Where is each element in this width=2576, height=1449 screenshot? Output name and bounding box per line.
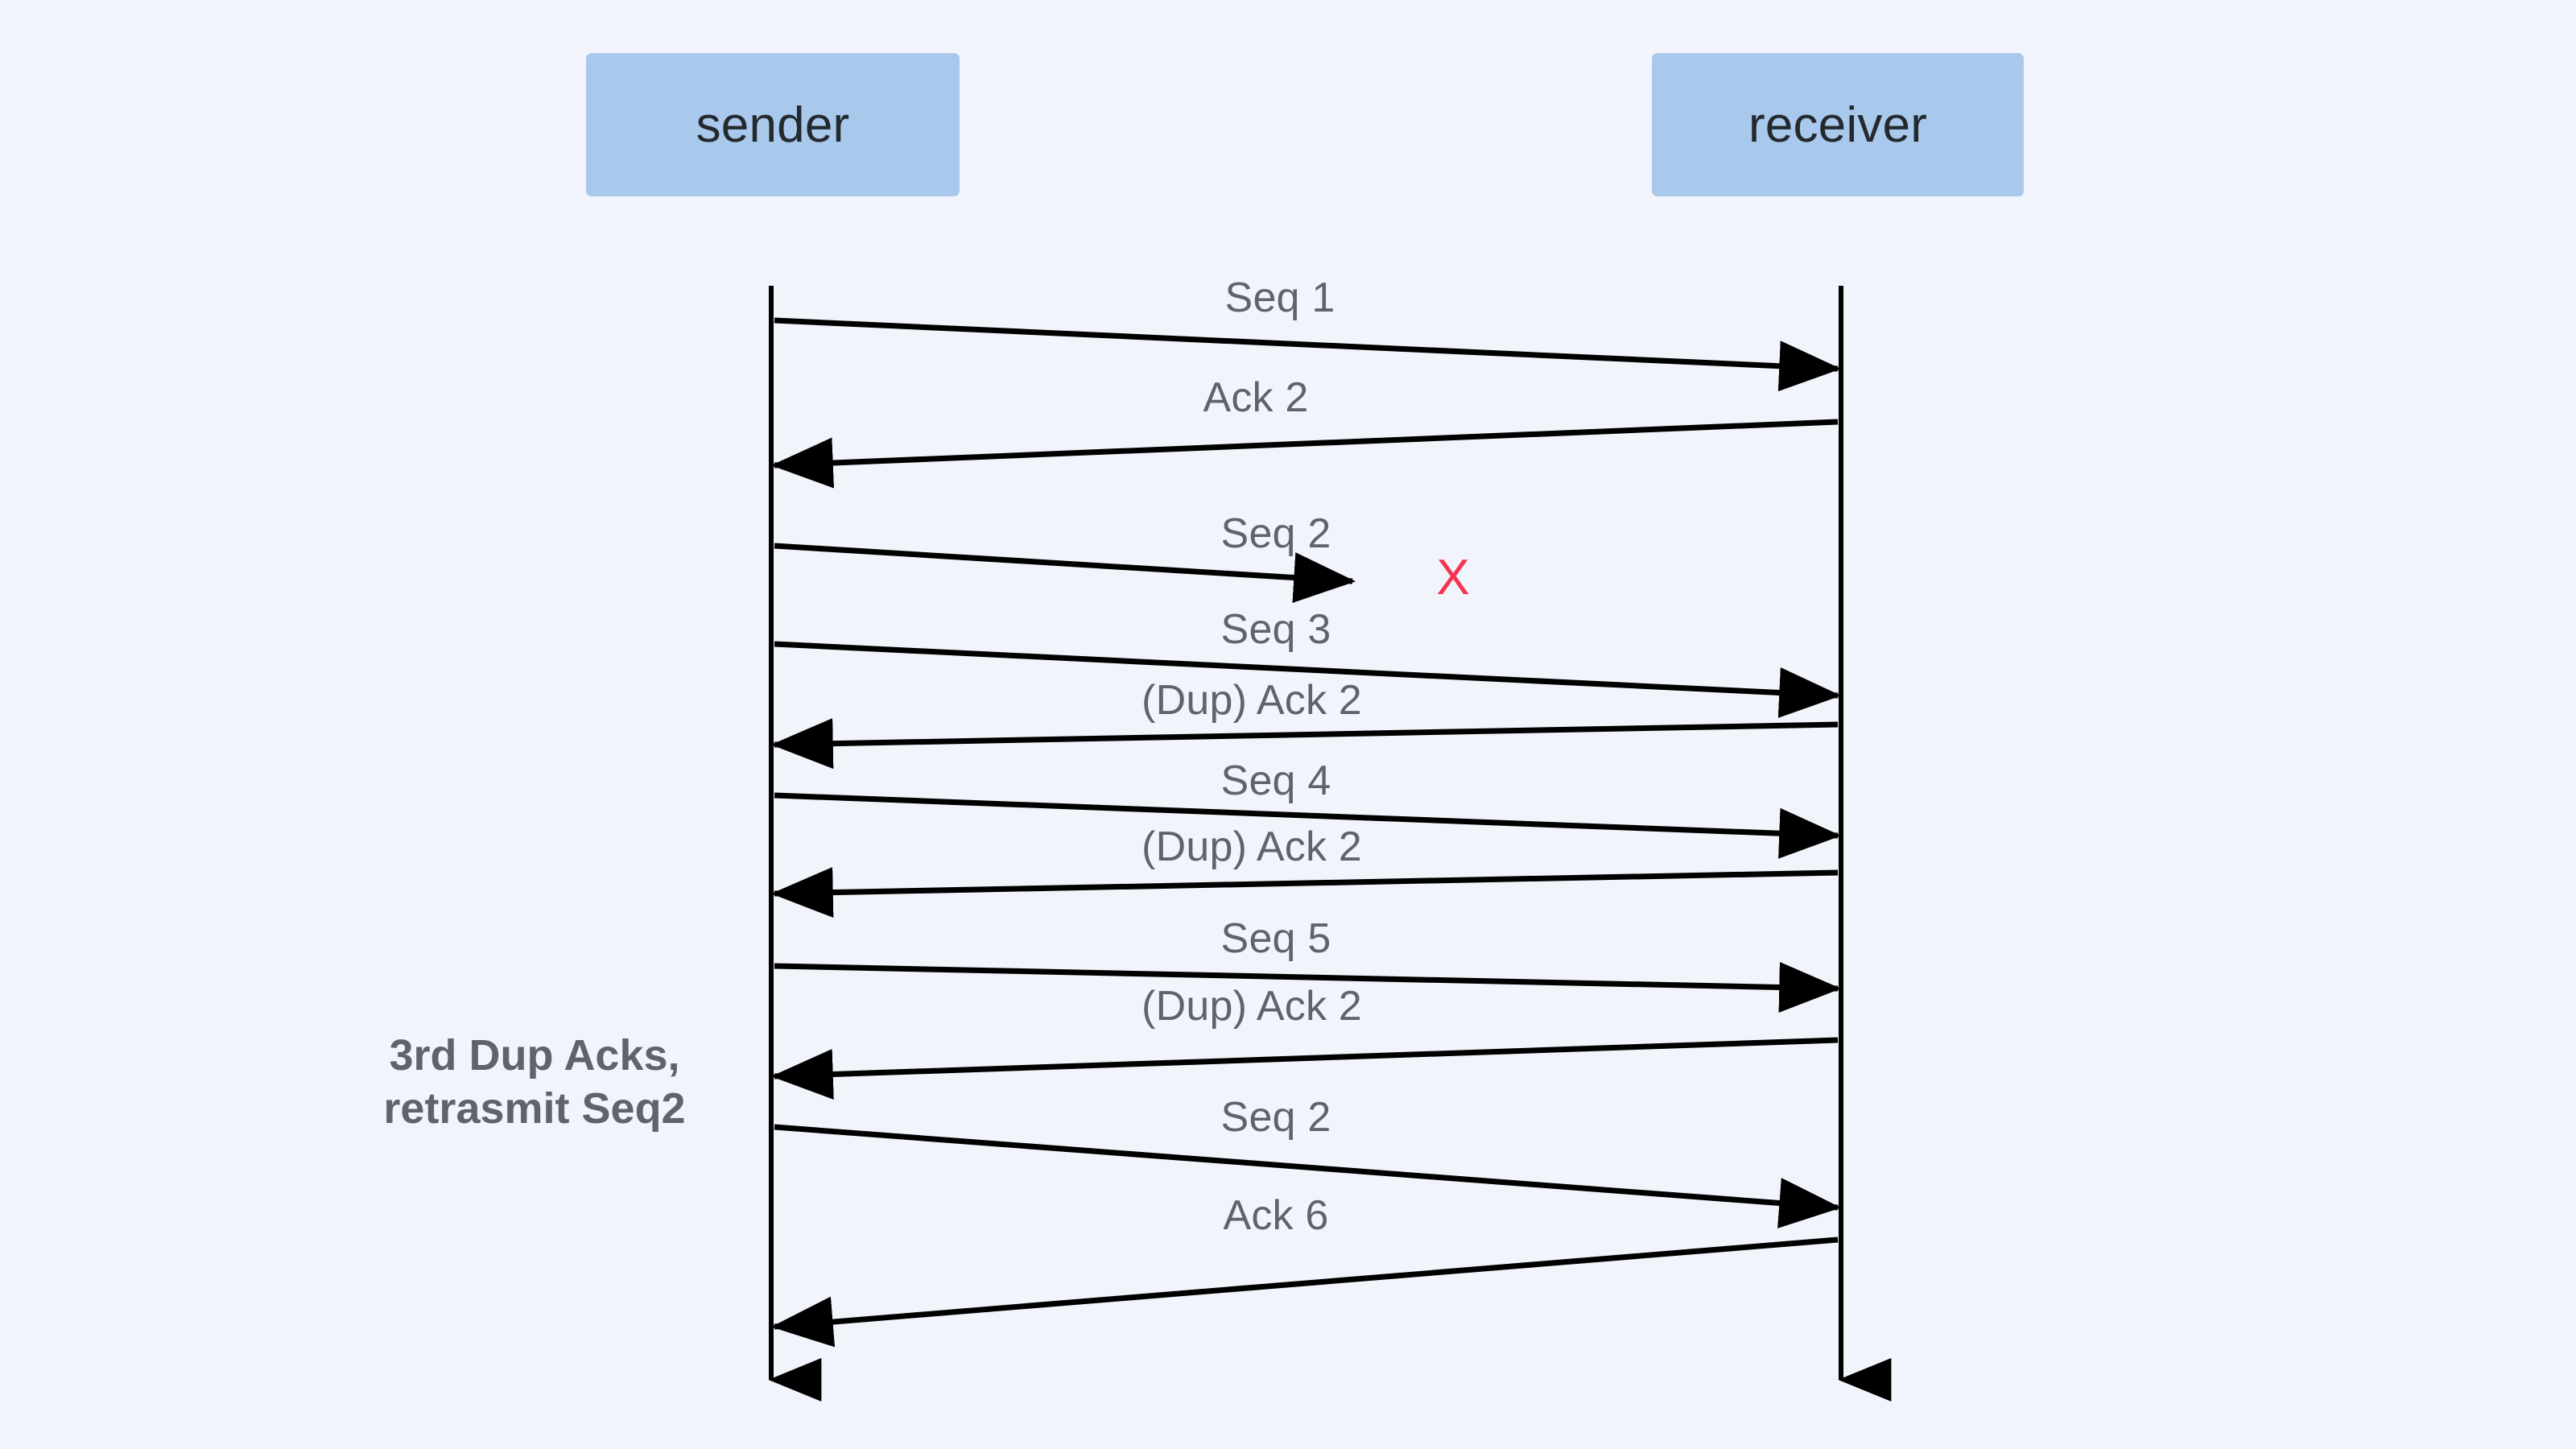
actor-label-receiver: receiver xyxy=(1748,97,1928,153)
message-arrow-9 xyxy=(770,1037,1839,1100)
message-label-11: Ack 6 xyxy=(1223,1192,1329,1239)
message-arrow-7 xyxy=(770,867,1839,919)
message-arrow-5 xyxy=(770,718,1839,770)
message-arrow-1 xyxy=(774,317,1842,392)
message-arrows-group xyxy=(770,317,1842,1348)
message-label-4: Seq 3 xyxy=(1220,606,1331,653)
message-label-3: Seq 2 xyxy=(1220,510,1331,557)
actor-label-sender: sender xyxy=(696,97,850,153)
message-label-6: Seq 4 xyxy=(1220,758,1331,804)
message-arrow-11 xyxy=(770,1236,1839,1348)
message-label-1: Seq 1 xyxy=(1224,275,1335,321)
message-label-10: Seq 2 xyxy=(1220,1094,1331,1141)
message-arrow-10 xyxy=(774,1124,1842,1228)
message-label-2: Ack 2 xyxy=(1203,374,1309,421)
actor-box-sender[interactable]: sender xyxy=(586,53,960,196)
message-arrow-4 xyxy=(774,641,1842,718)
message-arrow-3 xyxy=(774,543,1356,603)
message-label-7: (Dup) Ack 2 xyxy=(1141,824,1362,870)
actor-box-receiver[interactable]: receiver xyxy=(1652,53,2024,196)
message-label-8: Seq 5 xyxy=(1220,915,1331,962)
fast-retransmit-note: 3rd Dup Acks, retrasmit Seq2 xyxy=(383,1031,686,1133)
message-label-9: (Dup) Ack 2 xyxy=(1141,983,1362,1030)
message-label-5: (Dup) Ack 2 xyxy=(1141,677,1362,724)
packet-loss-x-icon: X xyxy=(1436,550,1470,605)
message-arrow-8 xyxy=(774,961,1842,1013)
message-arrow-2 xyxy=(770,419,1839,489)
message-arrow-6 xyxy=(774,792,1842,859)
